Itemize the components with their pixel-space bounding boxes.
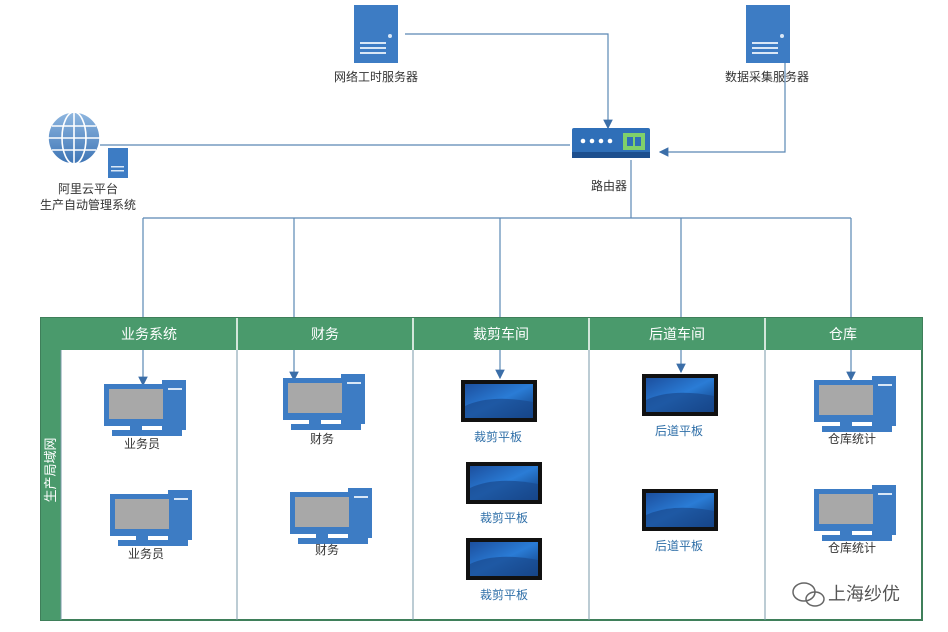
globe-icon [47, 111, 101, 165]
tablet-cutting-1 [461, 380, 537, 422]
label-finance-1: 财务 [310, 431, 334, 446]
tablet-finishing-1 [642, 374, 718, 416]
label-business-2: 业务员 [128, 546, 164, 561]
col-header-finance: 财务 [311, 327, 339, 343]
item-labels: 业务员 业务员 财务 财务 裁剪平板 裁剪平板 裁剪平板 后道平板 后道平板 仓… [124, 424, 876, 602]
pc-finance-2 [290, 488, 372, 544]
col-header-business: 业务系统 [121, 327, 177, 343]
wechat-icon [792, 582, 825, 607]
pc-warehouse-1 [814, 376, 896, 432]
side-label: 生产局域网 [44, 437, 59, 502]
label-cloud-2: 生产自动管理系统 [40, 197, 136, 212]
label-finishing-1: 后道平板 [655, 424, 703, 438]
label-router: 路由器 [591, 178, 627, 193]
label-finance-2: 财务 [315, 542, 339, 557]
label-cutting-1: 裁剪平板 [474, 429, 522, 444]
pc-warehouse-2 [814, 485, 896, 541]
label-business-1: 业务员 [124, 436, 160, 451]
watermark-text: 上海纱优 [828, 584, 900, 605]
lan-frame [40, 317, 923, 621]
connection-lines [100, 33, 856, 387]
server-left-icon [354, 5, 398, 63]
server-right-icon [746, 5, 790, 63]
label-server-left: 网络工时服务器 [334, 69, 418, 84]
col-header-finishing: 后道车间 [649, 326, 705, 343]
pc-business-2 [110, 490, 192, 546]
watermark: 上海纱优 [792, 582, 900, 607]
label-finishing-2: 后道平板 [655, 539, 703, 553]
cloud-server-icon [108, 148, 128, 178]
pc-finance-1 [283, 374, 365, 430]
label-cutting-3: 裁剪平板 [480, 587, 528, 602]
node-labels: 网络工时服务器 数据采集服务器 路由器 阿里云平台 生产自动管理系统 [40, 69, 809, 212]
router-icon [572, 128, 650, 158]
tablets [461, 374, 718, 580]
label-cutting-2: 裁剪平板 [480, 510, 528, 525]
label-warehouse-2: 仓库统计 [828, 540, 876, 555]
tablet-finishing-2 [642, 489, 718, 531]
desktop-computers [104, 374, 896, 546]
pc-business-1 [104, 380, 186, 436]
label-warehouse-1: 仓库统计 [828, 431, 876, 446]
label-server-right: 数据采集服务器 [725, 69, 809, 84]
column-headers: 业务系统 财务 裁剪车间 后道车间 仓库 [121, 326, 857, 343]
col-header-warehouse: 仓库 [829, 327, 857, 343]
col-header-cutting: 裁剪车间 [473, 326, 529, 343]
tablet-cutting-2 [466, 462, 542, 504]
tablet-cutting-3 [466, 538, 542, 580]
label-cloud-1: 阿里云平台 [58, 181, 118, 196]
